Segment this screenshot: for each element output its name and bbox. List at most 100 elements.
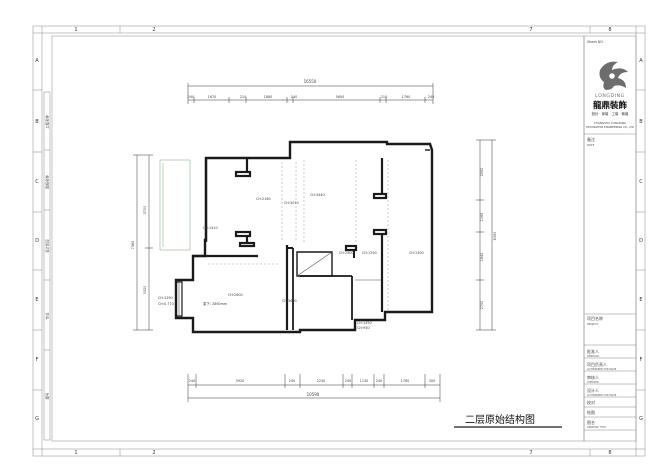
company-name-en-2: DECORATION ENGINEERING CO., LTD (586, 125, 634, 129)
beam-height-note: 梁下: 2860mm (203, 301, 228, 306)
left-strip-label: 工程名称 (45, 115, 50, 129)
dim-right: 1165 (480, 213, 484, 222)
checker-sub: CHECKED (587, 381, 599, 384)
col-number: 7 (529, 450, 532, 456)
title-block: Sheet NO. LONGDING 龍鼎裝飾 設計 · 家裝 · 工裝 · 軟… (583, 35, 637, 442)
room-label: CH:2900 (339, 251, 354, 255)
floor-plan (159, 140, 434, 334)
dim-seg: 1760 (401, 379, 410, 383)
dim-seg: 2230 (317, 379, 326, 383)
col-number: 8 (608, 27, 611, 33)
room-label: CH:2600 (228, 293, 243, 297)
dim-seg: 3920 (236, 379, 245, 383)
room-label: CH:0.770 (158, 302, 174, 306)
notes-label: 备注 (587, 136, 595, 142)
project-lead-label: 项目负责人 (587, 361, 607, 367)
row-letter: E (35, 297, 38, 303)
dim-seg: 300 (429, 379, 435, 383)
col-number: 8 (608, 450, 611, 456)
room-label: CH:1450 (357, 321, 372, 325)
company-slogan: 設計 · 家裝 · 工裝 · 軟裝 (592, 111, 629, 116)
left-dimensions: 3700 7365 3320 (131, 154, 153, 331)
longding-logo: LONGDING (595, 61, 628, 99)
row-letter: B (35, 119, 39, 125)
left-info-strip (43, 91, 51, 441)
company-name-en: CHANGSHU LONGDING (594, 121, 626, 125)
room-label: CH:3600 (282, 299, 297, 303)
project-label: 项目名称 (587, 315, 603, 321)
dim-left-total: 7365 (131, 241, 135, 250)
outer-frame (32, 25, 646, 457)
room-label: CH:1290 (362, 251, 377, 255)
dim-right: 2550 (480, 168, 484, 177)
room-label: CH:950 (357, 326, 370, 330)
left-strip-label: 设计阶段 (45, 239, 50, 253)
left-strip-label: 图纸名称 (45, 175, 50, 189)
dim-right-total: 8390 (493, 232, 497, 241)
dim-seg: 240 (428, 95, 434, 99)
dim-right: 2700 (480, 301, 484, 310)
row-letter: E (639, 297, 642, 303)
title-rows: 批准人 APPROVAL 项目负责人 AUTHORIZED FOR ISSUE … (584, 348, 636, 431)
approval-sub: APPROVAL (587, 355, 600, 358)
left-strip-label: 专业 (45, 312, 50, 319)
room-label: CH:3440 (310, 193, 325, 197)
row-letter: G (639, 416, 643, 422)
dim-seg: 1670 (208, 95, 217, 99)
proofread-label: 校对 (587, 399, 595, 405)
project-lead-sub: AUTHORIZED FOR ISSUE (587, 368, 617, 371)
row-letter: F (640, 357, 643, 363)
drawing-title-label: 图名 (587, 419, 595, 425)
row-letter: C (35, 179, 39, 185)
row-letter: G (35, 416, 39, 422)
row-letter: C (639, 179, 643, 185)
dim-seg: 5600 (336, 95, 345, 99)
room-label: CH:2180 (256, 197, 271, 201)
room-label: CH:1300 (409, 251, 424, 255)
dim-total-top: 16550 (304, 79, 317, 84)
row-letter: B (639, 119, 643, 125)
col-number: 1 (74, 450, 77, 456)
bottom-dimensions: 240 3920 240 2230 240 1130 240 1760 300 … (187, 374, 441, 402)
dim-seg: 240 (289, 379, 295, 383)
dim-right: 1840 (480, 253, 484, 262)
notes-sub: NOTE (587, 143, 595, 147)
room-label: CH:1290 (158, 296, 173, 300)
left-strip-label: 图号 (45, 392, 50, 399)
dim-seg: 240 (345, 379, 351, 383)
dim-seg: 240 (189, 379, 195, 383)
room-labels: CH:2180 CH:3010 CH:3440 CH:1410 CH:2900 … (158, 193, 424, 330)
row-letter: A (639, 58, 643, 64)
dim-left: 3700 (143, 206, 147, 215)
project-sub: PROJECT (587, 322, 599, 326)
designer-sub: AUTHORIZED FOR ISSUE (587, 394, 617, 397)
dim-seg: 210 (381, 95, 387, 99)
row-letter: D (35, 238, 39, 244)
dim-seg: 1130 (360, 379, 369, 383)
sheet-tag: Sheet NO. (587, 40, 604, 44)
col-number: 2 (152, 27, 155, 33)
row-letter: D (639, 238, 643, 244)
col-number: 7 (529, 27, 532, 33)
checker-label: 审核人 (587, 374, 599, 380)
drawing-title-sub: DRAWING TITLE (587, 426, 606, 429)
dim-seg: 240 (376, 379, 382, 383)
balcony-outline (159, 159, 191, 251)
drafter-label: 绘图 (587, 409, 595, 415)
col-number: 1 (74, 27, 77, 33)
designer-label: 设计人 (587, 387, 599, 393)
dim-left: 3320 (143, 286, 147, 295)
dim-total-bottom: 10590 (307, 392, 320, 397)
row-letter: A (35, 58, 39, 64)
room-label: CH:3010 (284, 201, 299, 205)
row-letter: F (36, 357, 39, 363)
top-dimensions: 16550 240 1670 210 1880 240 5600 210 176… (187, 79, 434, 104)
dim-seg: 1880 (264, 95, 273, 99)
approval-label: 批准人 (587, 348, 599, 354)
col-number: 2 (152, 450, 155, 456)
room-label: CH:1410 (203, 226, 218, 230)
dim-seg: 210 (240, 95, 246, 99)
dim-seg: 1760 (402, 95, 411, 99)
